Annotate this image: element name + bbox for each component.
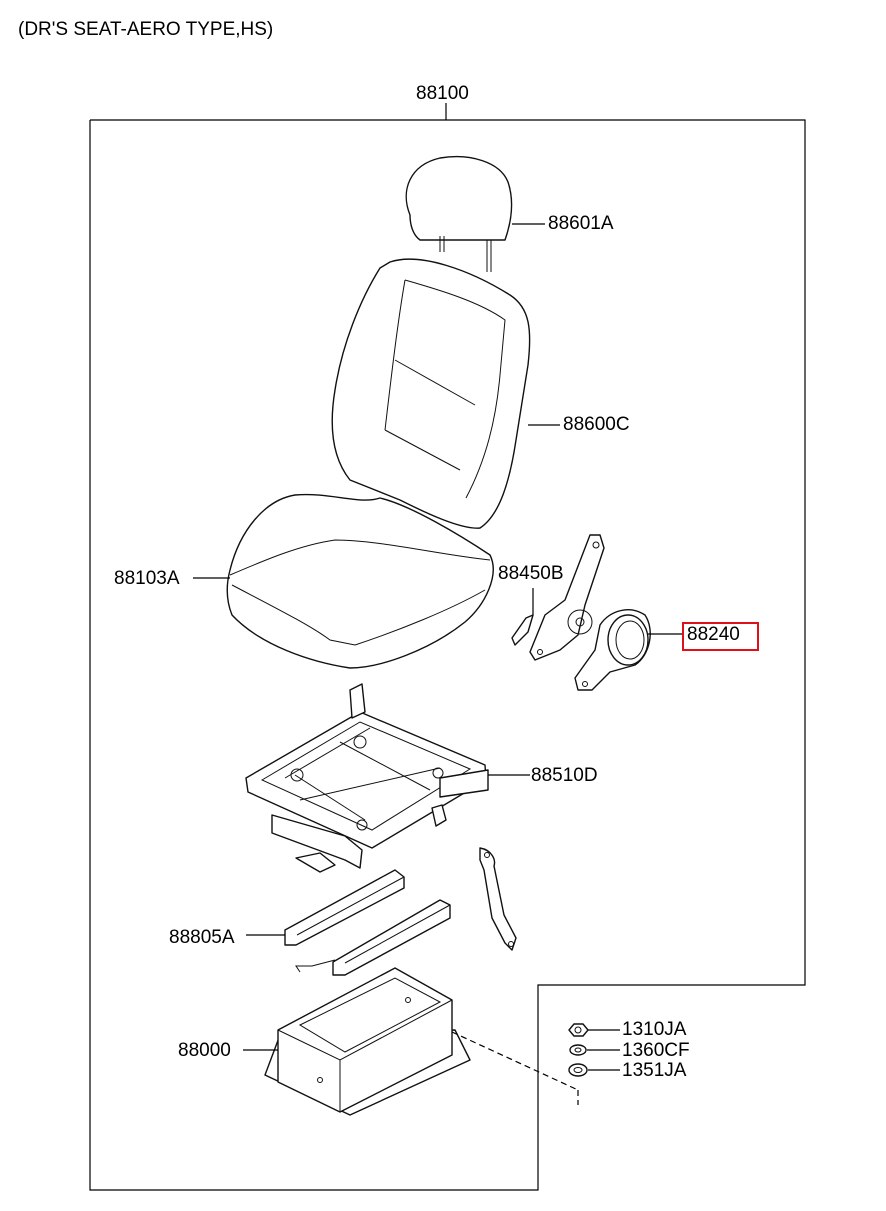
washer-label[interactable]: 1360CF: [622, 1040, 690, 1061]
cushion-label[interactable]: 88103A: [114, 568, 180, 589]
nut-label[interactable]: 1351JA: [622, 1060, 687, 1081]
bolt-label[interactable]: 1310JA: [622, 1019, 687, 1040]
headrest-label[interactable]: 88601A: [548, 213, 614, 234]
hinge-cover-part[interactable]: [511, 534, 605, 661]
highlight-box: [682, 622, 759, 651]
riser-label[interactable]: 88000: [178, 1040, 231, 1061]
assembly-boundary: [89, 119, 806, 1191]
rail-label[interactable]: 88805A: [169, 927, 235, 948]
rail-part[interactable]: [284, 847, 517, 976]
headrest-part[interactable]: [405, 155, 513, 272]
recliner-knob-part[interactable]: [574, 609, 651, 691]
assembly-label[interactable]: 88100: [416, 83, 469, 104]
seatback-part[interactable]: [331, 258, 531, 529]
riser-part[interactable]: [264, 967, 471, 1116]
seat-frame-part[interactable]: [245, 683, 489, 873]
cushion-part[interactable]: [226, 493, 494, 669]
seat-frame-label[interactable]: 88510D: [531, 765, 598, 786]
washer-part[interactable]: [569, 1044, 587, 1056]
recliner-knob-label[interactable]: 88240: [687, 624, 740, 645]
bolt-part[interactable]: [568, 1023, 589, 1037]
nut-part[interactable]: [568, 1063, 588, 1077]
seatback-label[interactable]: 88600C: [563, 414, 630, 435]
diagram-title: (DR'S SEAT-AERO TYPE,HS): [18, 19, 274, 40]
hinge-cover-label[interactable]: 88450B: [498, 563, 564, 584]
